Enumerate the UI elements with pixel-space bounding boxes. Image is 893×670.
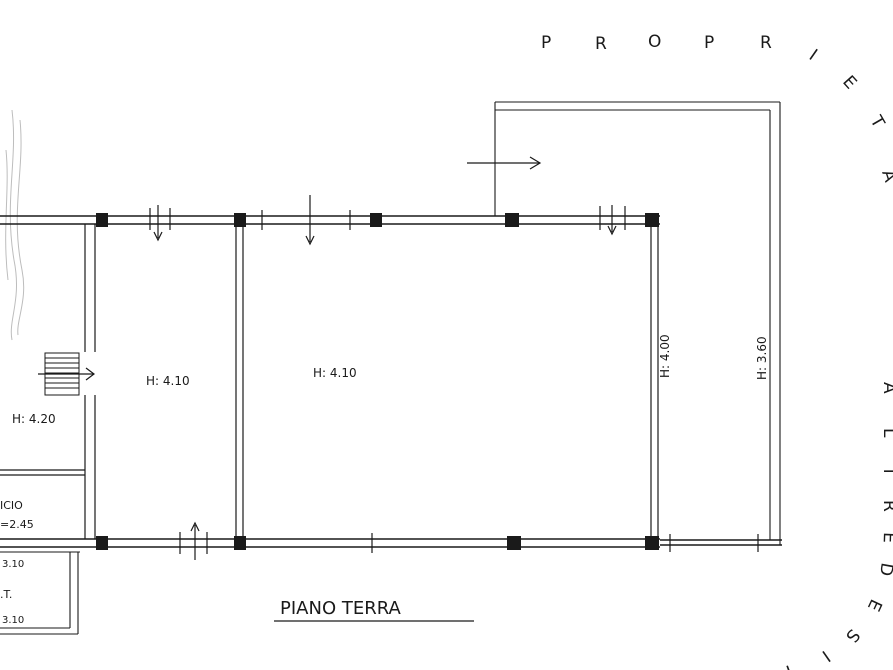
small-room-2-line2: .T. — [0, 588, 12, 601]
plan-title: PIANO TERRA — [280, 598, 401, 619]
small-room-1-line1: ICIO — [0, 499, 23, 512]
small-room-1-line2: =2.45 — [0, 518, 34, 531]
small-room-2-line1: 3.10 — [2, 559, 24, 570]
top-wall — [0, 215, 660, 225]
small-room-2-line3: 3.10 — [2, 615, 24, 626]
height-label-left: H: 4.20 — [12, 412, 56, 426]
border-letter-o: O — [648, 32, 661, 52]
bottom-wall — [0, 538, 782, 548]
courtyard-outline — [494, 101, 781, 545]
border-letter-r2: R — [760, 33, 772, 53]
entry-arrows — [38, 156, 617, 560]
columns — [96, 213, 659, 550]
border-text-top: P R O P R I E T A — [541, 32, 893, 185]
height-label-room-b: H: 4.10 — [313, 366, 357, 380]
border-letter-right-9: I — [818, 646, 834, 665]
staircase — [44, 352, 80, 396]
border-letter-a: A — [877, 167, 893, 185]
border-letter-right-2: L — [879, 428, 893, 438]
border-letter-right-8: S — [841, 625, 863, 646]
border-letter-right-10: T — [780, 659, 798, 670]
border-letter-r1: R — [595, 34, 607, 54]
sketch-marks — [5, 109, 25, 341]
border-letter-e: E — [838, 72, 860, 93]
wall-ticks — [149, 206, 759, 554]
height-label-room-a: H: 4.10 — [146, 374, 190, 388]
border-letter-right-6: D — [875, 561, 893, 577]
border-letter-right-3: T — [879, 465, 893, 477]
border-letter-right-5: E — [879, 532, 893, 543]
small-room-boxes — [0, 551, 80, 635]
border-letter-right-7: E — [863, 596, 886, 614]
border-letter-i: I — [805, 46, 821, 65]
border-text-right: A L T R E D E S I T — [780, 382, 893, 670]
partition-walls — [0, 216, 659, 547]
border-letter-p2: P — [704, 33, 714, 53]
border-letter-right-4: R — [879, 500, 893, 512]
border-letter-p1: P — [541, 33, 551, 53]
height-label-room-b-side: H: 4.00 — [658, 334, 672, 378]
height-label-courtyard: H: 3.60 — [755, 336, 769, 380]
border-letter-right-1: A — [879, 382, 893, 394]
border-letter-t: T — [865, 112, 888, 132]
